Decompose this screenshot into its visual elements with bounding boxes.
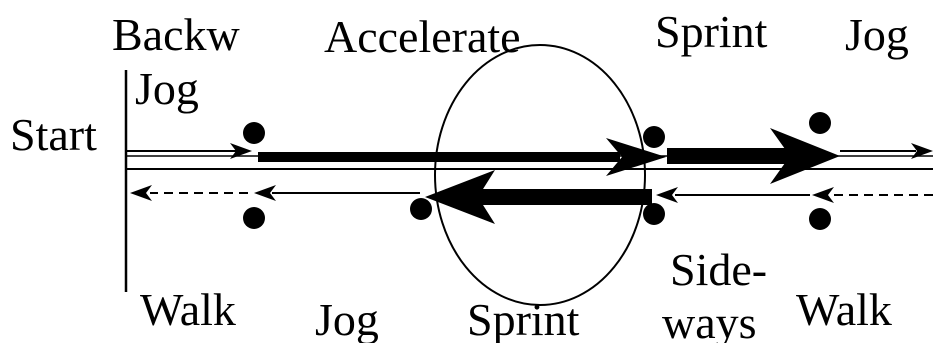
- label-side: Side-: [670, 244, 767, 295]
- label-sprint-top: Sprint: [655, 6, 768, 57]
- label-walk-bottom-right: Walk: [796, 284, 892, 335]
- return-jog-arrowhead: [254, 185, 276, 201]
- marker-dot: [809, 112, 831, 134]
- accelerate-arrowhead: [606, 138, 666, 176]
- label-jog-top-right: Jog: [845, 9, 909, 60]
- label-ways: ways: [662, 297, 757, 343]
- sprint-arrowhead: [770, 128, 840, 184]
- label-sprint-bottom: Sprint: [467, 294, 580, 343]
- forward-jog-arrowhead: [230, 143, 252, 159]
- label-accelerate: Accelerate: [324, 11, 521, 62]
- marker-dot: [410, 198, 432, 220]
- marker-dot: [243, 122, 265, 144]
- label-backw: Backw: [112, 9, 241, 60]
- return-start-arrowhead: [130, 185, 152, 201]
- label-walk-bottom-left: Walk: [140, 284, 236, 335]
- return-walk-arrowhead: [812, 187, 834, 203]
- marker-dot: [809, 208, 831, 230]
- forward-exit-arrowhead: [911, 143, 933, 159]
- backward-sprint-arrowhead: [425, 170, 495, 224]
- accelerate-zone-ellipse: [434, 44, 646, 306]
- marker-dot: [643, 126, 665, 148]
- sideways-arrowhead: [656, 187, 678, 203]
- label-start: Start: [10, 109, 97, 160]
- label-jog-bottom: Jog: [315, 294, 379, 343]
- label-jog-upper-left: Jog: [135, 63, 199, 114]
- marker-dot: [243, 207, 265, 229]
- marker-dot: [643, 203, 665, 225]
